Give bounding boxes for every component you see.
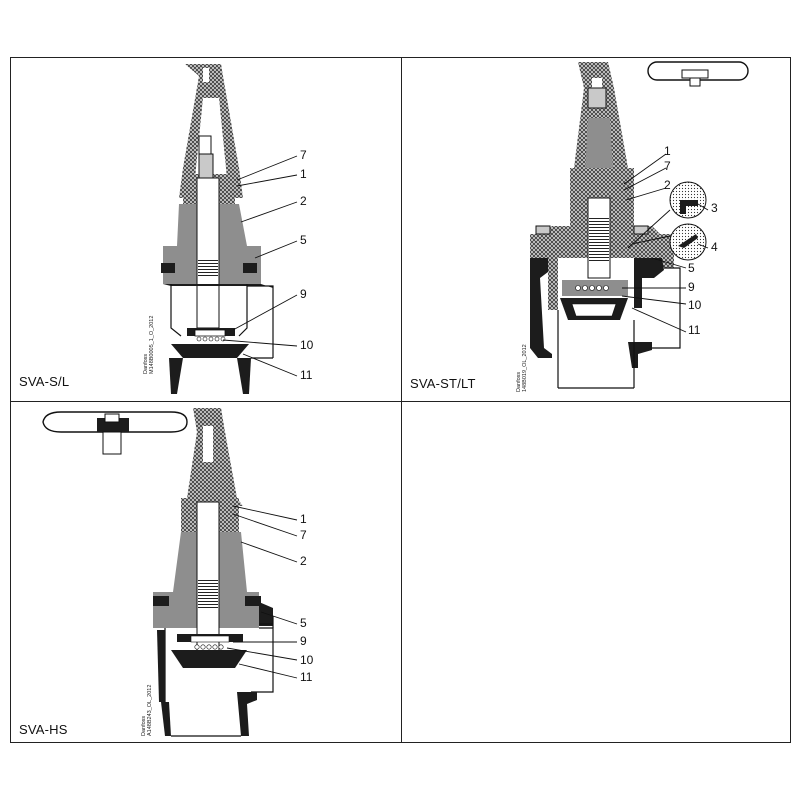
callout-2: 2 [300,194,307,208]
callout-11: 11 [300,368,313,382]
panel-sva-st-lt: 1 7 2 3 4 5 9 10 11 SVA-ST/LT Danfoss 14… [402,58,791,401]
drawing-code: Danfoss M148B0005_1_O_2012 [143,315,155,374]
callout-7: 7 [300,148,307,162]
panel-empty [402,402,791,742]
model-label: SVA-S/L [19,374,70,389]
model-label: SVA-ST/LT [410,376,476,391]
callout-5: 5 [300,233,307,247]
callout-1: 1 [300,167,307,181]
callout-4: 4 [711,240,718,254]
callout-2: 2 [300,554,307,568]
callout-10: 10 [300,338,314,352]
model-label: SVA-HS [19,722,68,737]
callout-7: 7 [664,159,671,173]
callout-9: 9 [300,287,307,301]
valve-drawing-sva-st-lt [530,61,749,389]
figure-frame [10,57,791,743]
callout-9: 9 [688,280,695,294]
drawing-code: Danfoss A148B243_OL_2012 [141,684,153,736]
callout-10: 10 [300,653,314,667]
callout-5: 5 [300,616,307,630]
callout-1: 1 [664,144,671,158]
callout-1: 1 [300,512,307,526]
valve-drawing-sva-s-l [161,64,298,394]
callout-11: 11 [300,670,313,684]
callout-10: 10 [688,298,702,312]
callout-7: 7 [300,528,307,542]
callout-9: 9 [300,634,307,648]
callout-5: 5 [688,261,695,275]
callout-11: 11 [688,323,701,337]
drawing-code: Danfoss 148B019_OL_2012 [516,344,528,392]
frame-divider-horizontal [10,401,791,402]
callout-2: 2 [664,178,671,192]
panel-sva-s-l: 7 1 2 5 9 10 11 SVA-S/L Danfoss M148B000… [11,58,401,401]
frame-divider-vertical [401,57,402,743]
callout-3: 3 [711,201,718,215]
panel-sva-hs: 1 7 2 5 9 10 11 SVA-HS Danfoss A148B243_… [11,402,401,742]
valve-drawing-sva-hs [42,408,298,737]
